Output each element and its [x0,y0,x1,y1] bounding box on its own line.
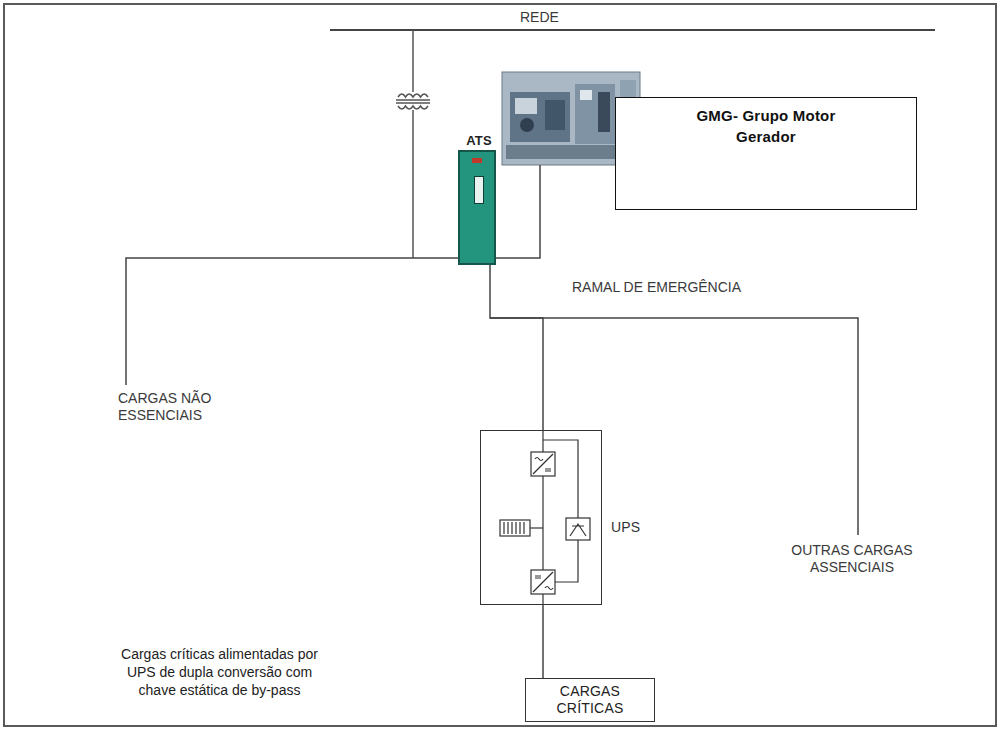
load-label: OUTRAS CARGAS ASSENCIAIS [772,542,932,576]
ups-label: UPS [611,519,640,536]
critical-loads-label: CARGAS CRÍTICAS [540,683,640,717]
grid-bus [330,29,935,31]
ats-panel [474,176,484,204]
generator-label: GMG- Grupo Motor Gerador [684,105,849,147]
power-connector [496,165,540,258]
load-label: CARGAS NÃO ESSENCIAIS [118,390,236,424]
critical-loads-box: CARGAS CRÍTICAS [525,678,655,722]
ups-internals [500,430,590,605]
power-connector [542,605,544,678]
ats-indicator [472,158,482,163]
branch-label: RAMAL DE EMERGÊNCIA [572,279,837,296]
feeder-wire [126,258,458,385]
ats-cabinet: ATS [458,150,496,265]
power-connector [490,265,543,430]
ups-box: UPS [480,430,602,605]
figure-caption: Cargas críticas alimentadas por UPS de d… [112,645,327,699]
emergency-branch-wire [490,318,858,535]
transformer-symbol [396,30,430,258]
generator-text-box: GMG- Grupo Motor Gerador [615,97,917,210]
ats-label: ATS [440,132,518,149]
grid-label: REDE [520,9,580,26]
generator-node: GMG- Grupo Motor Gerador [502,72,917,210]
